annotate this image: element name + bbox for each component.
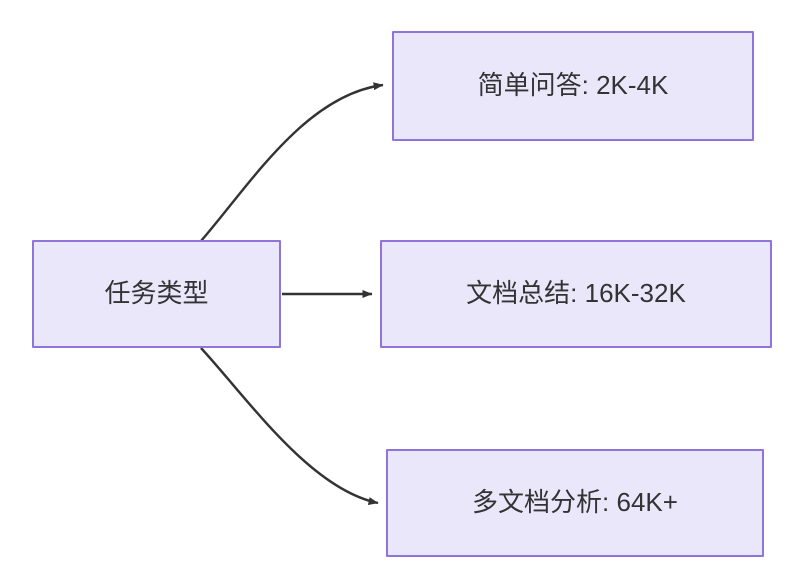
node-simple-qa[interactable]: 简单问答: 2K-4K [392,31,754,141]
node-simple-qa-label: 简单问答: 2K-4K [477,70,669,101]
node-multi-doc-analysis[interactable]: 多文档分析: 64K+ [386,449,764,557]
edge-source-to-simple-qa [200,82,384,242]
edge-source-to-multi-doc [200,347,379,505]
node-multi-doc-analysis-label: 多文档分析: 64K+ [472,487,678,518]
node-doc-summary-label: 文档总结: 16K-32K [466,278,686,309]
node-task-type-label: 任务类型 [104,278,209,309]
node-task-type[interactable]: 任务类型 [32,240,281,348]
node-doc-summary[interactable]: 文档总结: 16K-32K [380,240,772,348]
